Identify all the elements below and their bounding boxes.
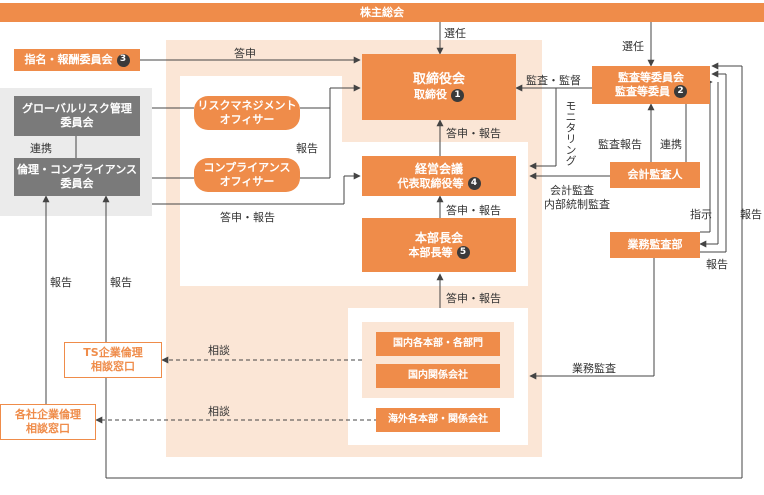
audit-committee-number-badge: 2 (674, 85, 687, 99)
accounting-auditor-box: 会計監査人 (610, 162, 700, 188)
label-answer-report-division: 答申・報告 (446, 204, 501, 217)
board-of-directors-box: 取締役会 取締役 1 (362, 54, 516, 120)
label-monitoring: モニタリング (564, 100, 577, 166)
shareholders-label: 株主総会 (360, 5, 404, 19)
group-window-line1: 各社企業倫理 (15, 408, 81, 422)
division-number-badge: 5 (456, 246, 470, 259)
board-title: 取締役会 (412, 72, 465, 87)
shareholders-meeting-bar: 株主総会 (0, 3, 764, 22)
domestic-affiliates-box: 国内関係会社 (376, 364, 500, 388)
label-answer-report-left: 答申・報告 (220, 211, 275, 224)
compliance-officer-line2: オフィサー (219, 175, 275, 188)
ethics-line1: 倫理・コンプライアンス (16, 163, 137, 177)
division-subtitle: 本部長等 (408, 245, 453, 259)
overseas-box: 海外各本部・関係会社 (376, 408, 500, 432)
domestic-affiliates-label: 国内関係会社 (408, 369, 468, 381)
label-report-right-inner: 報告 (706, 258, 728, 271)
label-report-officer: 報告 (296, 142, 318, 155)
domestic-divisions-label: 国内各本部・各部門 (393, 337, 483, 349)
overseas-label: 海外各本部・関係会社 (388, 413, 488, 425)
label-consult-ts: 相談 (208, 344, 230, 357)
audit-committee-box: 監査等委員会 監査等委員 2 (592, 66, 710, 104)
ts-window-line1: TS企業倫理 (83, 346, 143, 360)
nomination-number-badge: 3 (116, 53, 130, 67)
global-risk-committee-box: グローバルリスク管理 委員会 (14, 96, 140, 136)
accounting-auditor-label: 会計監査人 (627, 168, 683, 182)
risk-officer-line1: リスクマネジメント (197, 99, 297, 113)
nomination-label: 指名・報酬委員会 (24, 53, 113, 67)
internal-audit-dept-box: 業務監査部 (610, 232, 700, 258)
label-report-group-window: 報告 (50, 276, 72, 289)
management-title: 経営会議 (414, 161, 463, 176)
division-title: 本部長会 (414, 230, 463, 245)
risk-officer-line2: オフィサー (219, 113, 275, 126)
label-report-right-outer: 報告 (740, 208, 762, 221)
label-audit-report: 監査報告 (598, 138, 642, 151)
label-liaison-auditor: 連携 (660, 138, 682, 151)
global-risk-line2: 委員会 (60, 116, 94, 129)
global-risk-line1: グローバルリスク管理 (22, 102, 132, 116)
label-answer-nomination: 答申 (234, 47, 256, 60)
label-answer-report-mgmt: 答申・報告 (446, 127, 501, 140)
ethics-compliance-committee-box: 倫理・コンプライアンス 委員会 (14, 158, 140, 196)
board-number-badge: 1 (451, 88, 464, 102)
label-business-audit: 業務監査 (572, 362, 616, 375)
label-internal-control-audit: 内部統制監査 (544, 198, 610, 211)
label-liaison-committees: 連携 (30, 142, 52, 155)
compliance-officer-line1: コンプライアンス (203, 161, 291, 175)
risk-management-officer-pill: リスクマネジメント オフィサー (194, 96, 300, 130)
management-meeting-box: 経営会議 代表取締役等 4 (362, 156, 516, 196)
label-elect-board: 選任 (444, 27, 466, 40)
label-report-ts-window: 報告 (110, 276, 132, 289)
compliance-officer-pill: コンプライアンス オフィサー (194, 158, 300, 192)
board-subtitle: 取締役 (414, 88, 447, 102)
nomination-committee-box: 指名・報酬委員会 3 (14, 49, 140, 71)
ts-window-line2: 相談窓口 (91, 360, 135, 373)
audit-committee-title: 監査等委員会 (618, 71, 684, 85)
internal-audit-label: 業務監査部 (627, 238, 683, 252)
management-number-badge: 4 (467, 177, 481, 190)
audit-committee-subtitle: 監査等委員 (615, 85, 670, 98)
label-audit-supervise: 監査・監督 (526, 74, 581, 87)
group-ethics-window-box: 各社企業倫理 相談窓口 (0, 404, 96, 440)
label-instruction: 指示 (690, 208, 712, 221)
management-subtitle: 代表取締役等 (397, 176, 464, 190)
label-answer-report-ops: 答申・報告 (446, 292, 501, 305)
ts-ethics-window-box: TS企業倫理 相談窓口 (64, 342, 162, 378)
label-accounting-audit: 会計監査 (550, 184, 594, 197)
label-consult-group: 相談 (208, 405, 230, 418)
division-heads-box: 本部長会 本部長等 5 (362, 218, 516, 272)
ethics-line2: 委員会 (60, 177, 94, 190)
group-window-line2: 相談窓口 (26, 422, 70, 435)
label-elect-audit: 選任 (622, 40, 644, 53)
domestic-divisions-box: 国内各本部・各部門 (376, 332, 500, 356)
